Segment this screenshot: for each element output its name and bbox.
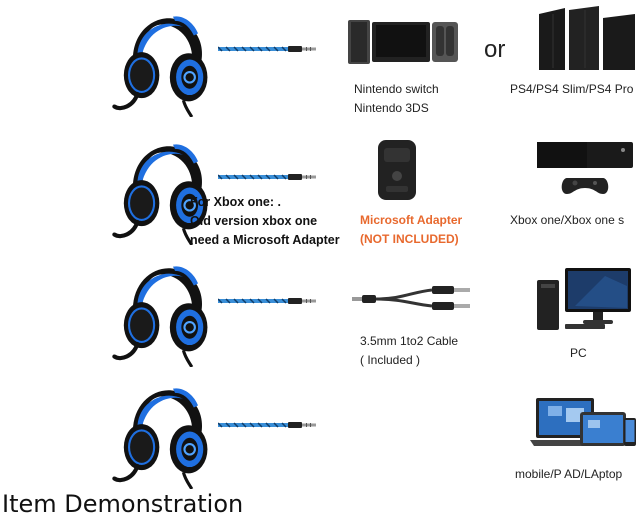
- xbox-adapter-icon: [372, 138, 422, 202]
- console-label: PS4/PS4 Slim/PS4 Pro: [510, 82, 634, 96]
- device-label: PC: [570, 346, 587, 360]
- headset-icon: [110, 252, 215, 367]
- pc-icon: [535, 266, 637, 332]
- cable-icon: [218, 44, 318, 54]
- device-label: mobile/P AD/LAptop: [515, 467, 623, 481]
- or-text: or: [484, 36, 506, 63]
- cable-icon: [218, 296, 318, 306]
- headset-icon: [110, 2, 215, 117]
- splitter-cable-icon: [352, 282, 488, 316]
- cable-icon: [218, 172, 318, 182]
- cable-note: ( Included ): [360, 353, 421, 367]
- cable-label: 3.5mm 1to2 Cable: [360, 334, 459, 348]
- caption: Item Demonstration: [2, 490, 244, 518]
- adapter-note: (NOT INCLUDED): [360, 232, 459, 246]
- ps4-console-icon: [535, 4, 637, 72]
- device-label: Nintendo 3DS: [354, 101, 429, 115]
- xbox-one-icon: [535, 138, 637, 198]
- laptop-tablet-phone-icon: [530, 396, 638, 452]
- adapter-label: Microsoft Adapter: [360, 213, 463, 227]
- cable-icon: [218, 420, 318, 430]
- device-label: Nintendo switch: [354, 82, 439, 96]
- headset-icon: [110, 374, 215, 489]
- nintendo-switch-icon: [348, 18, 460, 68]
- xbox-note-line: need a Microsoft Adapter: [190, 233, 340, 247]
- console-label: Xbox one/Xbox one s: [510, 213, 625, 227]
- xbox-note-line: Old version xbox one: [190, 214, 318, 228]
- xbox-note-line: For Xbox one: .: [190, 195, 281, 209]
